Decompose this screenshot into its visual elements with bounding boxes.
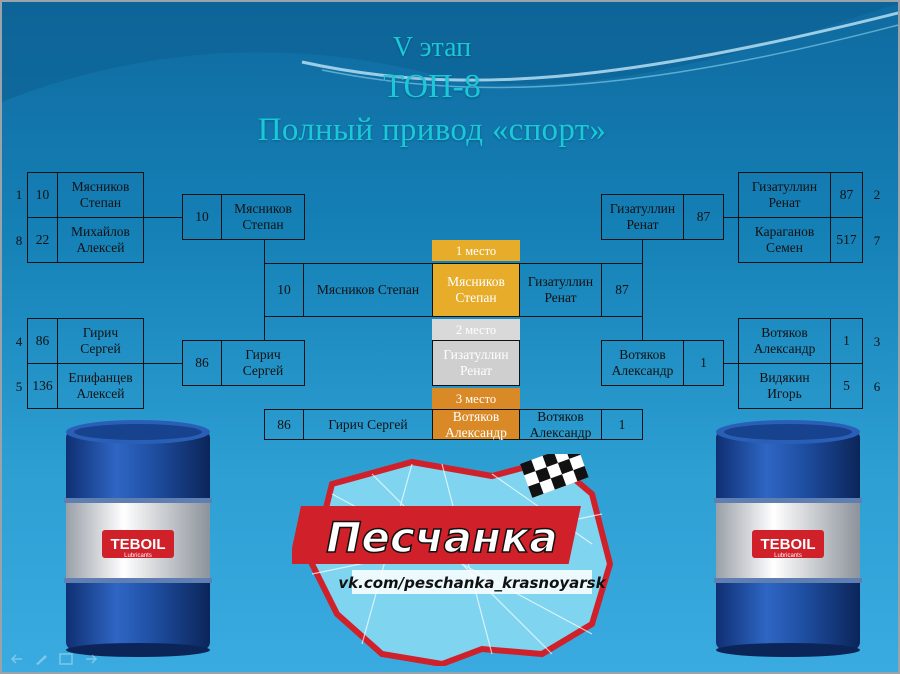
- second-place-name: Гизатуллин Ренат: [432, 340, 520, 386]
- bracket-connector: [642, 240, 643, 264]
- player-name-cell: Мясников Степан: [221, 194, 305, 240]
- seed-number: 3: [873, 334, 881, 349]
- first-place-name: Мясников Степан: [432, 263, 520, 317]
- final-player-left: Мясников Степан: [303, 263, 433, 317]
- third-place-name: Вотяков Александр: [432, 409, 520, 440]
- seed-number: 5: [15, 379, 23, 394]
- score-cell: 22: [27, 217, 58, 263]
- peschanka-logo: Песчанка vk.com/peschanka_krasnoyarsk: [292, 454, 614, 666]
- score-cell: 86: [182, 340, 222, 386]
- first-place-label: 1 место: [432, 240, 520, 261]
- score-cell: 136: [27, 363, 58, 409]
- slides-icon[interactable]: [59, 652, 73, 665]
- arrow-right-icon[interactable]: [84, 652, 98, 664]
- score-cell: 87: [830, 172, 863, 218]
- seed-number: 4: [15, 334, 23, 349]
- third-match-score-left: 86: [264, 409, 304, 440]
- final-score-right: 87: [601, 263, 643, 317]
- wave-decoration: [2, 2, 898, 102]
- seed-number: 6: [873, 379, 881, 394]
- bracket-connector: [144, 217, 182, 218]
- player-name-cell: Караганов Семен: [738, 217, 831, 263]
- seed-number: 8: [15, 233, 23, 248]
- second-place-label: 2 место: [432, 319, 520, 340]
- player-name-cell: Михайлов Алексей: [57, 217, 144, 263]
- bracket-connector: [724, 363, 738, 364]
- player-name-cell: Гирич Сергей: [221, 340, 305, 386]
- score-cell: 5: [830, 363, 863, 409]
- bracket-connector: [724, 217, 738, 218]
- title-top8: ТОП-8: [383, 68, 481, 105]
- third-match-player-left: Гирич Сергей: [303, 409, 433, 440]
- score-cell: 10: [182, 194, 222, 240]
- score-cell: 1: [683, 340, 724, 386]
- score-cell: 517: [830, 217, 863, 263]
- player-name-cell: Вотяков Александр: [738, 318, 831, 364]
- player-name-cell: Вотяков Александр: [601, 340, 684, 386]
- score-cell: 87: [683, 194, 724, 240]
- player-name-cell: Гизатуллин Ренат: [601, 194, 684, 240]
- player-name-cell: Гизатуллин Ренат: [738, 172, 831, 218]
- third-match-player-right: Вотяков Александр: [519, 409, 602, 440]
- player-name-cell: Гирич Сергей: [57, 318, 144, 364]
- player-name-cell: Мясников Степан: [57, 172, 144, 218]
- pen-icon[interactable]: [34, 652, 48, 665]
- seed-number: 1: [15, 187, 23, 202]
- title-category: Полный привод «спорт»: [257, 112, 607, 148]
- player-name-cell: Епифанцев Алексей: [57, 363, 144, 409]
- score-cell: 10: [27, 172, 58, 218]
- oil-barrel-right: TEBOIL Lubricants: [714, 420, 862, 657]
- bracket-connector: [264, 316, 265, 340]
- oil-barrel-left: TEBOIL Lubricants: [64, 420, 212, 657]
- third-match-score-right: 1: [601, 409, 643, 440]
- score-cell: 86: [27, 318, 58, 364]
- svg-text:Lubricants: Lubricants: [774, 553, 802, 559]
- seed-number: 7: [873, 233, 881, 248]
- svg-text:TEBOIL: TEBOIL: [761, 536, 816, 553]
- svg-text:TEBOIL: TEBOIL: [111, 536, 166, 553]
- svg-text:Песчанка: Песчанка: [326, 513, 558, 562]
- seed-number: 2: [873, 187, 881, 202]
- svg-text:Lubricants: Lubricants: [124, 553, 152, 559]
- third-place-label: 3 место: [432, 388, 520, 409]
- bracket-connector: [144, 363, 182, 364]
- svg-text:vk.com/peschanka_krasnoyarsk: vk.com/peschanka_krasnoyarsk: [338, 574, 606, 592]
- player-name-cell: Видякин Игорь: [738, 363, 831, 409]
- title-stage: V этап: [392, 32, 472, 63]
- arrow-left-icon[interactable]: [10, 652, 24, 664]
- final-score-left: 10: [264, 263, 304, 317]
- bracket-connector: [264, 240, 265, 264]
- score-cell: 1: [830, 318, 863, 364]
- final-player-right: Гизатуллин Ренат: [519, 263, 602, 317]
- bracket-connector: [642, 316, 643, 340]
